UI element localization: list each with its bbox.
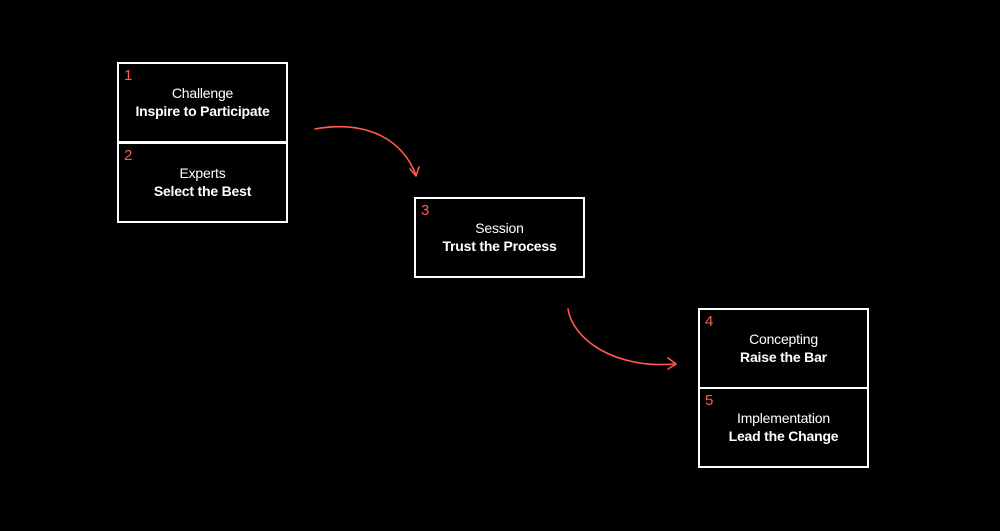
step-box-implementation: 5 Implementation Lead the Change: [698, 387, 869, 468]
step-subtitle: Raise the Bar: [740, 349, 827, 365]
step-number: 3: [421, 202, 430, 219]
step-title: Implementation: [737, 410, 830, 426]
step-title: Concepting: [749, 331, 818, 347]
step-number: 2: [124, 147, 133, 164]
step-subtitle: Trust the Process: [442, 238, 557, 254]
step-title: Experts: [179, 165, 226, 181]
step-number: 5: [705, 392, 714, 409]
step-box-experts: 2 Experts Select the Best: [117, 142, 288, 223]
step-box-session: 3 Session Trust the Process: [414, 197, 585, 278]
arrow-curve-3-to-4: [567, 308, 676, 366]
step-subtitle: Select the Best: [153, 183, 252, 199]
step-title: Challenge: [171, 85, 234, 101]
arrow-head-icon: [667, 357, 677, 370]
step-number: 4: [705, 313, 714, 330]
arrow-curve-1-to-3: [314, 125, 417, 176]
arrow-head-icon: [409, 166, 420, 177]
step-subtitle: Inspire to Participate: [135, 103, 270, 119]
step-subtitle: Lead the Change: [728, 428, 839, 444]
step-number: 1: [124, 67, 133, 84]
step-title: Session: [475, 220, 524, 236]
